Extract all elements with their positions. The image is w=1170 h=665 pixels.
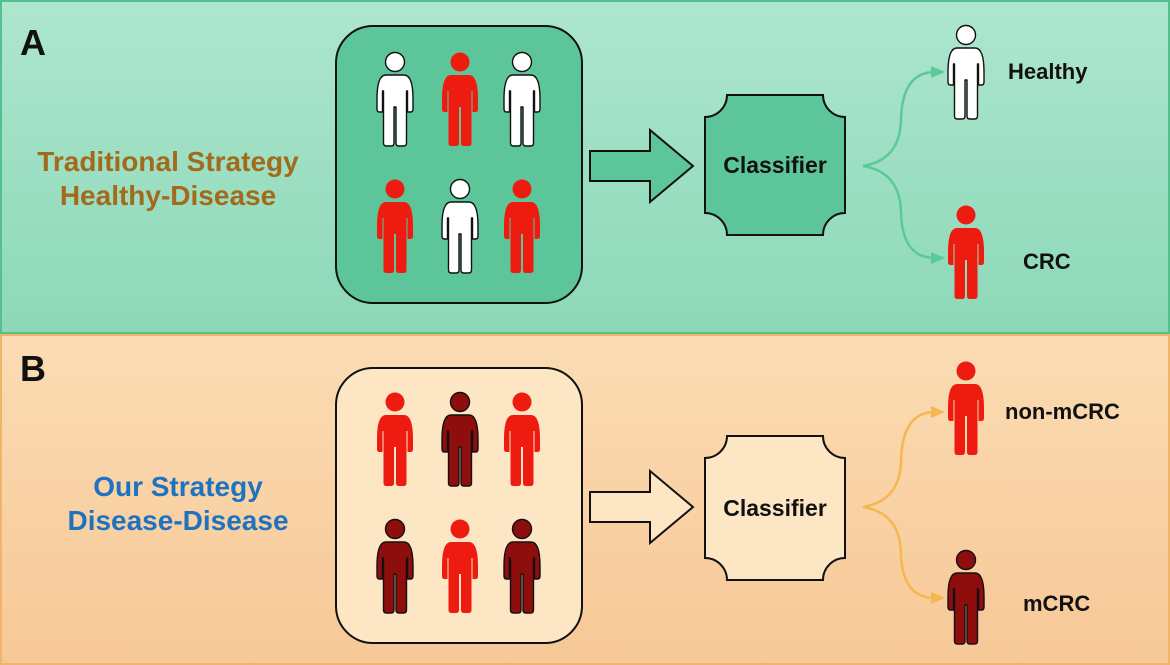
outcome-label-crc: CRC <box>1023 249 1071 274</box>
panel-a-strategy-line1: Traditional Strategy <box>37 146 299 177</box>
outcome-label-non-mcrc: non-mCRC <box>1005 399 1120 424</box>
person-icon-disease <box>442 519 478 613</box>
panel-b-strategy-line1: Our Strategy <box>93 471 263 502</box>
classifier-shape <box>704 435 846 581</box>
panel-b-letter: B <box>20 348 46 389</box>
classifier-label-a: Classifier <box>723 152 827 178</box>
person-icon-crc-outcome <box>948 205 984 299</box>
person-icon-metastatic <box>503 518 541 614</box>
classifier-label-b: Classifier <box>723 495 827 521</box>
arrowhead-icon <box>931 252 945 264</box>
panel-a-strategy-line2: Healthy-Disease <box>59 180 277 211</box>
arrowhead-icon <box>931 592 945 604</box>
person-icon-non-mcrc-outcome <box>948 361 984 455</box>
person-icon-disease <box>504 392 540 486</box>
panel-a-letter: A <box>20 22 46 63</box>
classifier-shape <box>704 94 846 236</box>
panel-a-strategy-title: Traditional Strategy Healthy-Disease <box>8 145 328 213</box>
input-arrow-icon <box>589 468 695 546</box>
branch-arrows <box>862 410 936 600</box>
outcome-label-healthy: Healthy <box>1008 59 1088 84</box>
arrowhead-icon <box>931 406 945 418</box>
person-icon-disease <box>377 392 413 486</box>
panel-b-strategy-title: Our Strategy Disease-Disease <box>18 470 338 538</box>
person-icon-healthy <box>503 51 541 147</box>
person-icon-healthy-outcome <box>947 24 985 120</box>
branch-arrows <box>862 70 936 260</box>
person-icon-metastatic <box>441 391 479 487</box>
arrowhead-icon <box>931 66 945 78</box>
outcome-label-mcrc: mCRC <box>1023 591 1091 616</box>
person-icon-healthy <box>376 51 414 147</box>
person-icon-metastatic <box>376 518 414 614</box>
panel-b-strategy-line2: Disease-Disease <box>67 505 289 536</box>
person-icon-disease <box>442 52 478 146</box>
person-icon-mcrc-outcome <box>947 549 985 645</box>
input-arrow-icon <box>589 127 695 205</box>
person-icon-disease <box>504 179 540 273</box>
person-icon-healthy <box>441 178 479 274</box>
person-icon-disease <box>377 179 413 273</box>
